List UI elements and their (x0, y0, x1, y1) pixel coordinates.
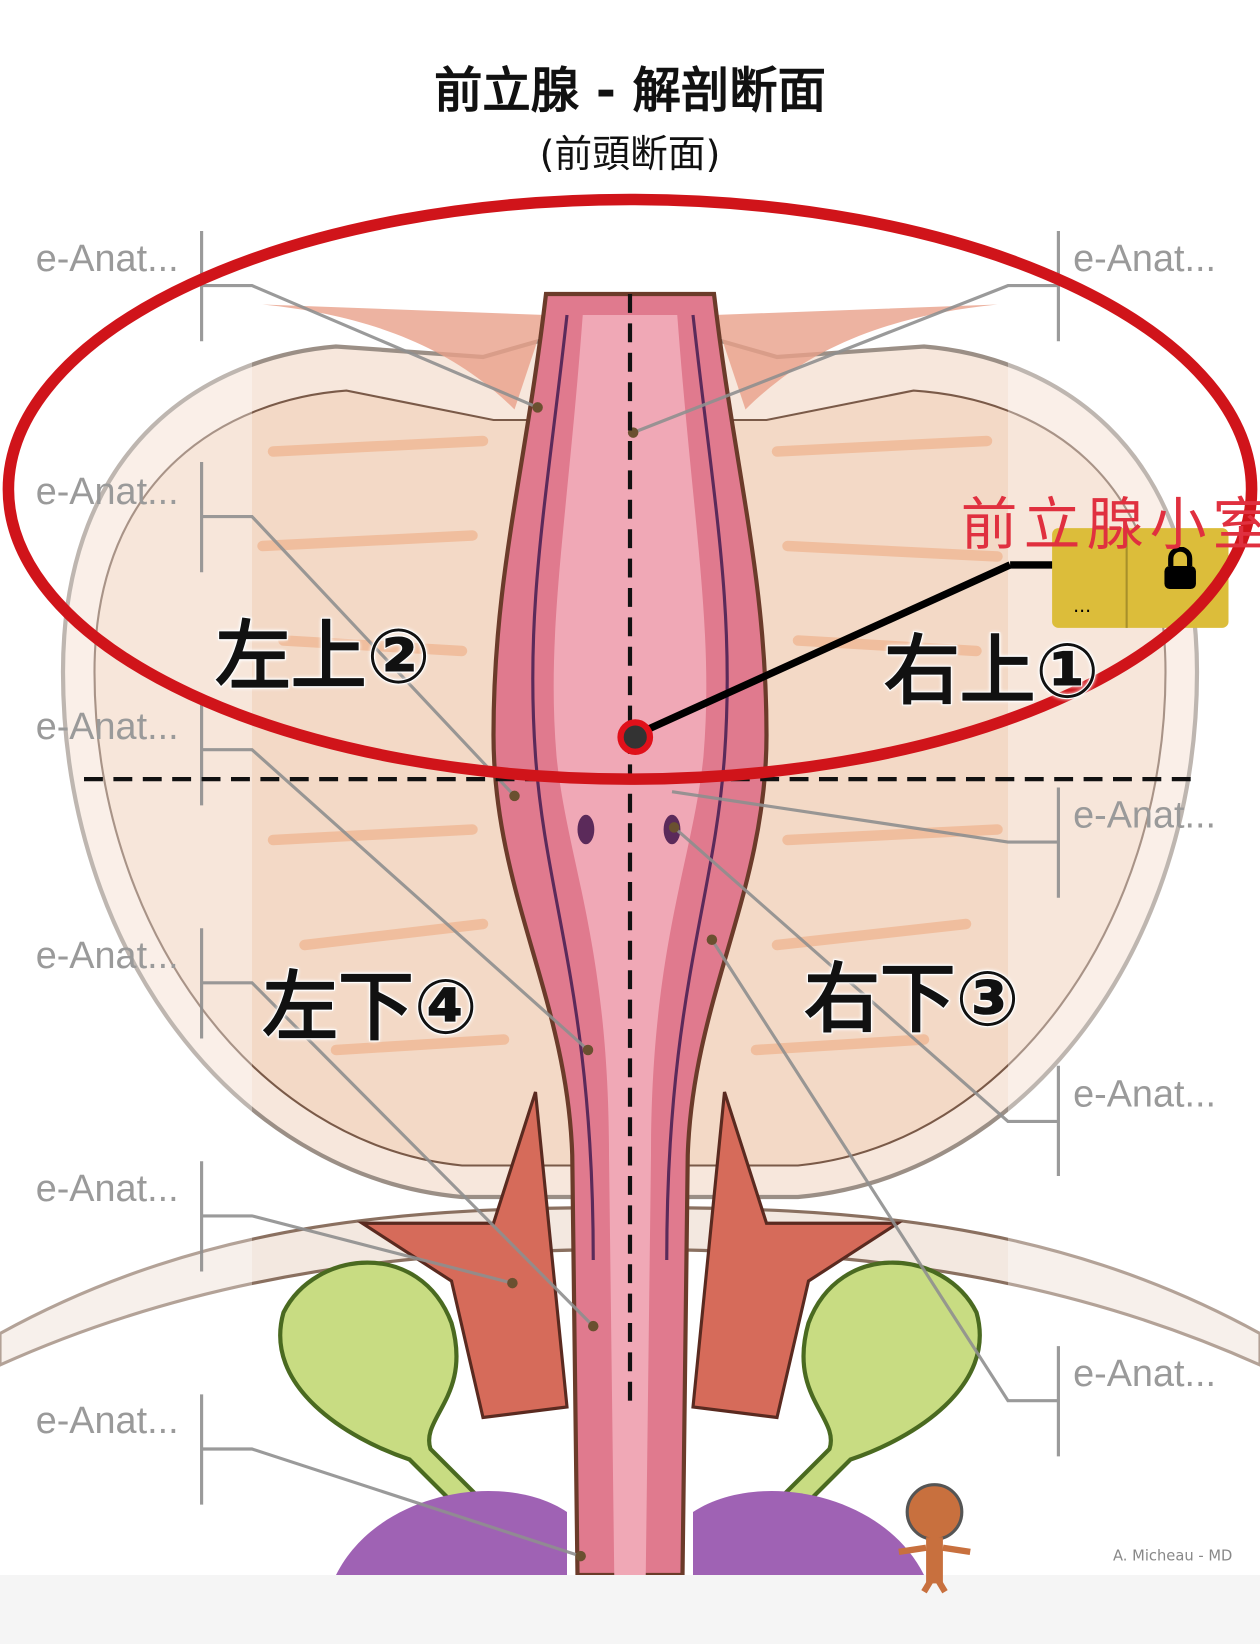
author-credit: A. Micheau - MD (1113, 1547, 1233, 1565)
label-right-2[interactable]: e-Anat... (1073, 792, 1216, 836)
quadrant-label-upper-left: 左上② (214, 612, 431, 701)
quadrant-label-lower-left: 左下④ (261, 962, 478, 1052)
label-right-4[interactable]: e-Anat... (1073, 1351, 1216, 1395)
label-left-5[interactable]: e-Anat... (35, 1166, 179, 1210)
quadrant-label-upper-right: 右上① (883, 626, 1100, 716)
label-right-1[interactable]: e-Anat... (1073, 236, 1216, 280)
body-manikin-icon (898, 1483, 971, 1594)
label-left-3[interactable]: e-Anat... (35, 704, 179, 748)
locked-label-ellipsis: ... (1073, 595, 1092, 618)
quadrant-label-lower-right: 右下③ (803, 954, 1020, 1043)
label-left-2[interactable]: e-Anat... (35, 469, 179, 513)
label-left-1[interactable]: e-Anat... (35, 236, 179, 280)
label-left-6[interactable]: e-Anat... (35, 1398, 179, 1442)
prostatic-utricle-label: 前立腺小室 (960, 493, 1260, 556)
page-title: 前立腺 - 解剖断面 (434, 61, 826, 119)
utricle-marker (617, 719, 654, 755)
label-right-3[interactable]: e-Anat... (1073, 1072, 1216, 1116)
label-left-4[interactable]: e-Anat... (35, 933, 179, 977)
page-subtitle: (前頭断面) (539, 133, 721, 177)
